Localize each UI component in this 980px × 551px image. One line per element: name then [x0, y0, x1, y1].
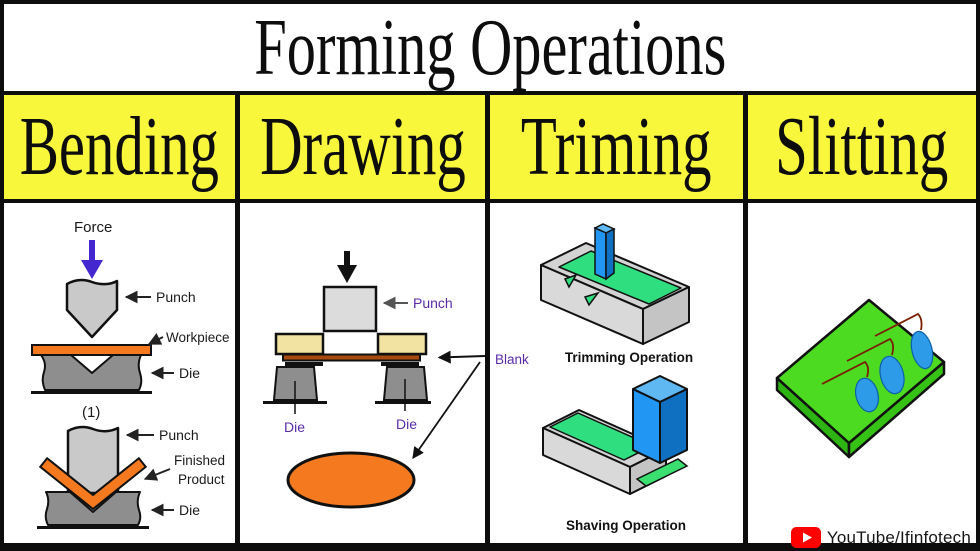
trimming-punch-shape: [593, 223, 616, 281]
blank-strip-shape: [282, 353, 421, 362]
force-arrow-icon: [81, 240, 103, 279]
header-label: Drawing: [259, 100, 466, 193]
die2-shape: [44, 491, 142, 526]
header-cell-triming: Triming: [490, 95, 743, 199]
header-label: Bending: [19, 100, 220, 193]
trimmed-sheet-shape: [558, 250, 682, 305]
channel-name: YouTube/Ifinfotech: [826, 527, 971, 547]
slit-sheet-shape: [775, 298, 946, 445]
channel-watermark[interactable]: YouTube/Ifinfotech: [790, 527, 971, 548]
diagram-row: Force Punch Workpiece Die (1): [4, 203, 976, 543]
shaving-cutter-shape: [632, 375, 688, 464]
triming-diagram: Blank Trimming Operation: [495, 223, 693, 533]
press-arrow-icon: [337, 251, 357, 283]
header-cell-drawing: Drawing: [240, 95, 485, 199]
page-title: Forming Operations: [253, 3, 727, 92]
youtube-play-icon: [790, 527, 821, 548]
figure-number: (1): [82, 404, 100, 421]
blank-holder-left: [274, 332, 325, 356]
bending-diagram: Force Punch Workpiece Die (1): [31, 219, 230, 529]
die-right-label: Die: [396, 416, 417, 432]
die-label: Die: [179, 365, 200, 381]
die-shoulder-left: [285, 362, 323, 366]
bottom-border-band: [4, 543, 976, 551]
scrap-piece-2: [583, 291, 600, 307]
finished-product-shape: [38, 456, 148, 511]
header-cell-bending: Bending: [4, 95, 235, 199]
finished-product-arrow: [143, 468, 171, 481]
die-shape: [40, 354, 143, 391]
punch-shape: [322, 285, 378, 333]
slitting-diagram: [775, 298, 946, 459]
column-header-row: Bending Drawing Triming Slitting: [4, 95, 976, 203]
blank-label: Blank: [495, 352, 529, 367]
slit-lines: [821, 312, 923, 385]
workpiece-label: Workpiece: [166, 330, 230, 345]
blank-arrow-to-strip: [437, 350, 485, 364]
drawing-diagram-cell: Punch Die Die: [240, 203, 485, 543]
finished-label-line1: Finished: [174, 453, 225, 468]
die-shoulder-right: [381, 362, 419, 366]
blank-disc-shape: [286, 451, 416, 509]
title-bar: Forming Operations: [4, 4, 976, 95]
punch-label: Punch: [413, 295, 453, 311]
blank-holder-right: [376, 332, 428, 356]
scrap-piece-1: [563, 273, 578, 289]
shaving-caption: Shaving Operation: [566, 518, 686, 533]
triming-diagram-cell: Blank Trimming Operation: [490, 203, 743, 543]
header-label: Triming: [521, 100, 712, 193]
punch-label: Punch: [156, 289, 196, 305]
bending-diagram-cell: Force Punch Workpiece Die (1): [4, 203, 235, 543]
rotary-cutter-discs: [854, 330, 934, 413]
header-cell-slitting: Slitting: [748, 95, 976, 199]
die2-label: Die: [179, 502, 200, 518]
workpiece-arrow: [147, 332, 164, 345]
shaving-sliver-shape: [635, 458, 689, 487]
drawing-diagram: Punch Die Die: [263, 251, 485, 509]
trimming-caption: Trimming Operation: [565, 350, 693, 365]
punch-shape: [65, 278, 119, 339]
force-label: Force: [74, 219, 112, 236]
punch2-label: Punch: [159, 427, 199, 443]
blank-arrow-to-disc: [412, 361, 481, 459]
finished-label-line2: Product: [178, 472, 225, 487]
slitting-diagram-cell: [748, 203, 976, 543]
punch2-shape: [66, 425, 120, 495]
workpiece-shape: [31, 344, 152, 356]
header-label: Slitting: [775, 100, 949, 193]
die-left-label: Die: [284, 419, 305, 435]
